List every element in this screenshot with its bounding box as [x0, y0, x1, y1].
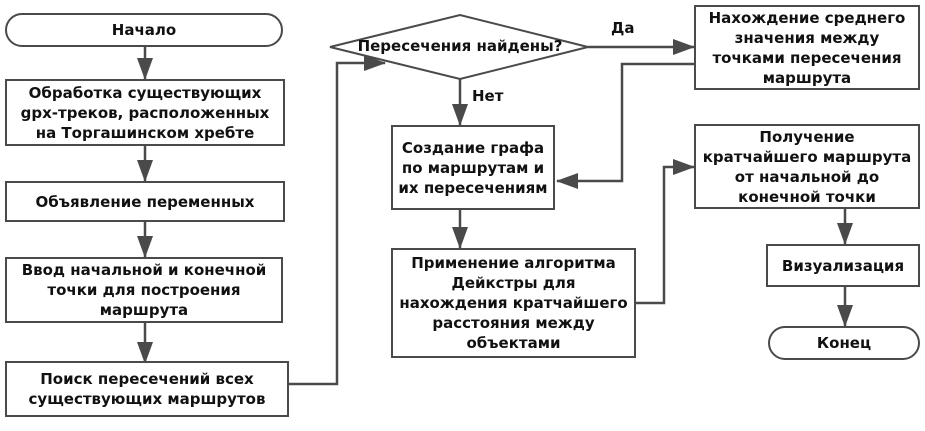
shortest-route-box: Получение кратчайшего маршрута от началь… [694, 124, 920, 209]
visualization-box: Визуализация [766, 244, 920, 287]
start-terminal: Начало [5, 13, 283, 47]
yes-label: Да [611, 19, 635, 37]
end-terminal: Конец [768, 326, 920, 360]
edge-dijkstra-to-shortest [636, 159, 695, 305]
edge-find-to-decision [289, 55, 386, 386]
input-points-box: Ввод начальной и конечной точки для пост… [5, 257, 283, 323]
edge-average-to-graph [556, 62, 694, 189]
decision-text: Пересечения найдены? [357, 37, 563, 55]
decision-diamond [329, 13, 589, 81]
build-graph-box: Создание графа по маршрутам и их пересеч… [391, 125, 555, 210]
find-intersections-box: Поиск пересечений всех существующих марш… [5, 361, 289, 417]
process-gpx-box: Обработка существующих gpx-треков, распо… [5, 79, 285, 146]
average-points-box: Нахождение среднего значения между точка… [694, 5, 920, 90]
dijkstra-box: Применение алгоритма Дейкстры для нахожд… [391, 248, 636, 358]
declare-variables-box: Объявление переменных [5, 181, 285, 222]
no-label: Нет [472, 87, 504, 105]
